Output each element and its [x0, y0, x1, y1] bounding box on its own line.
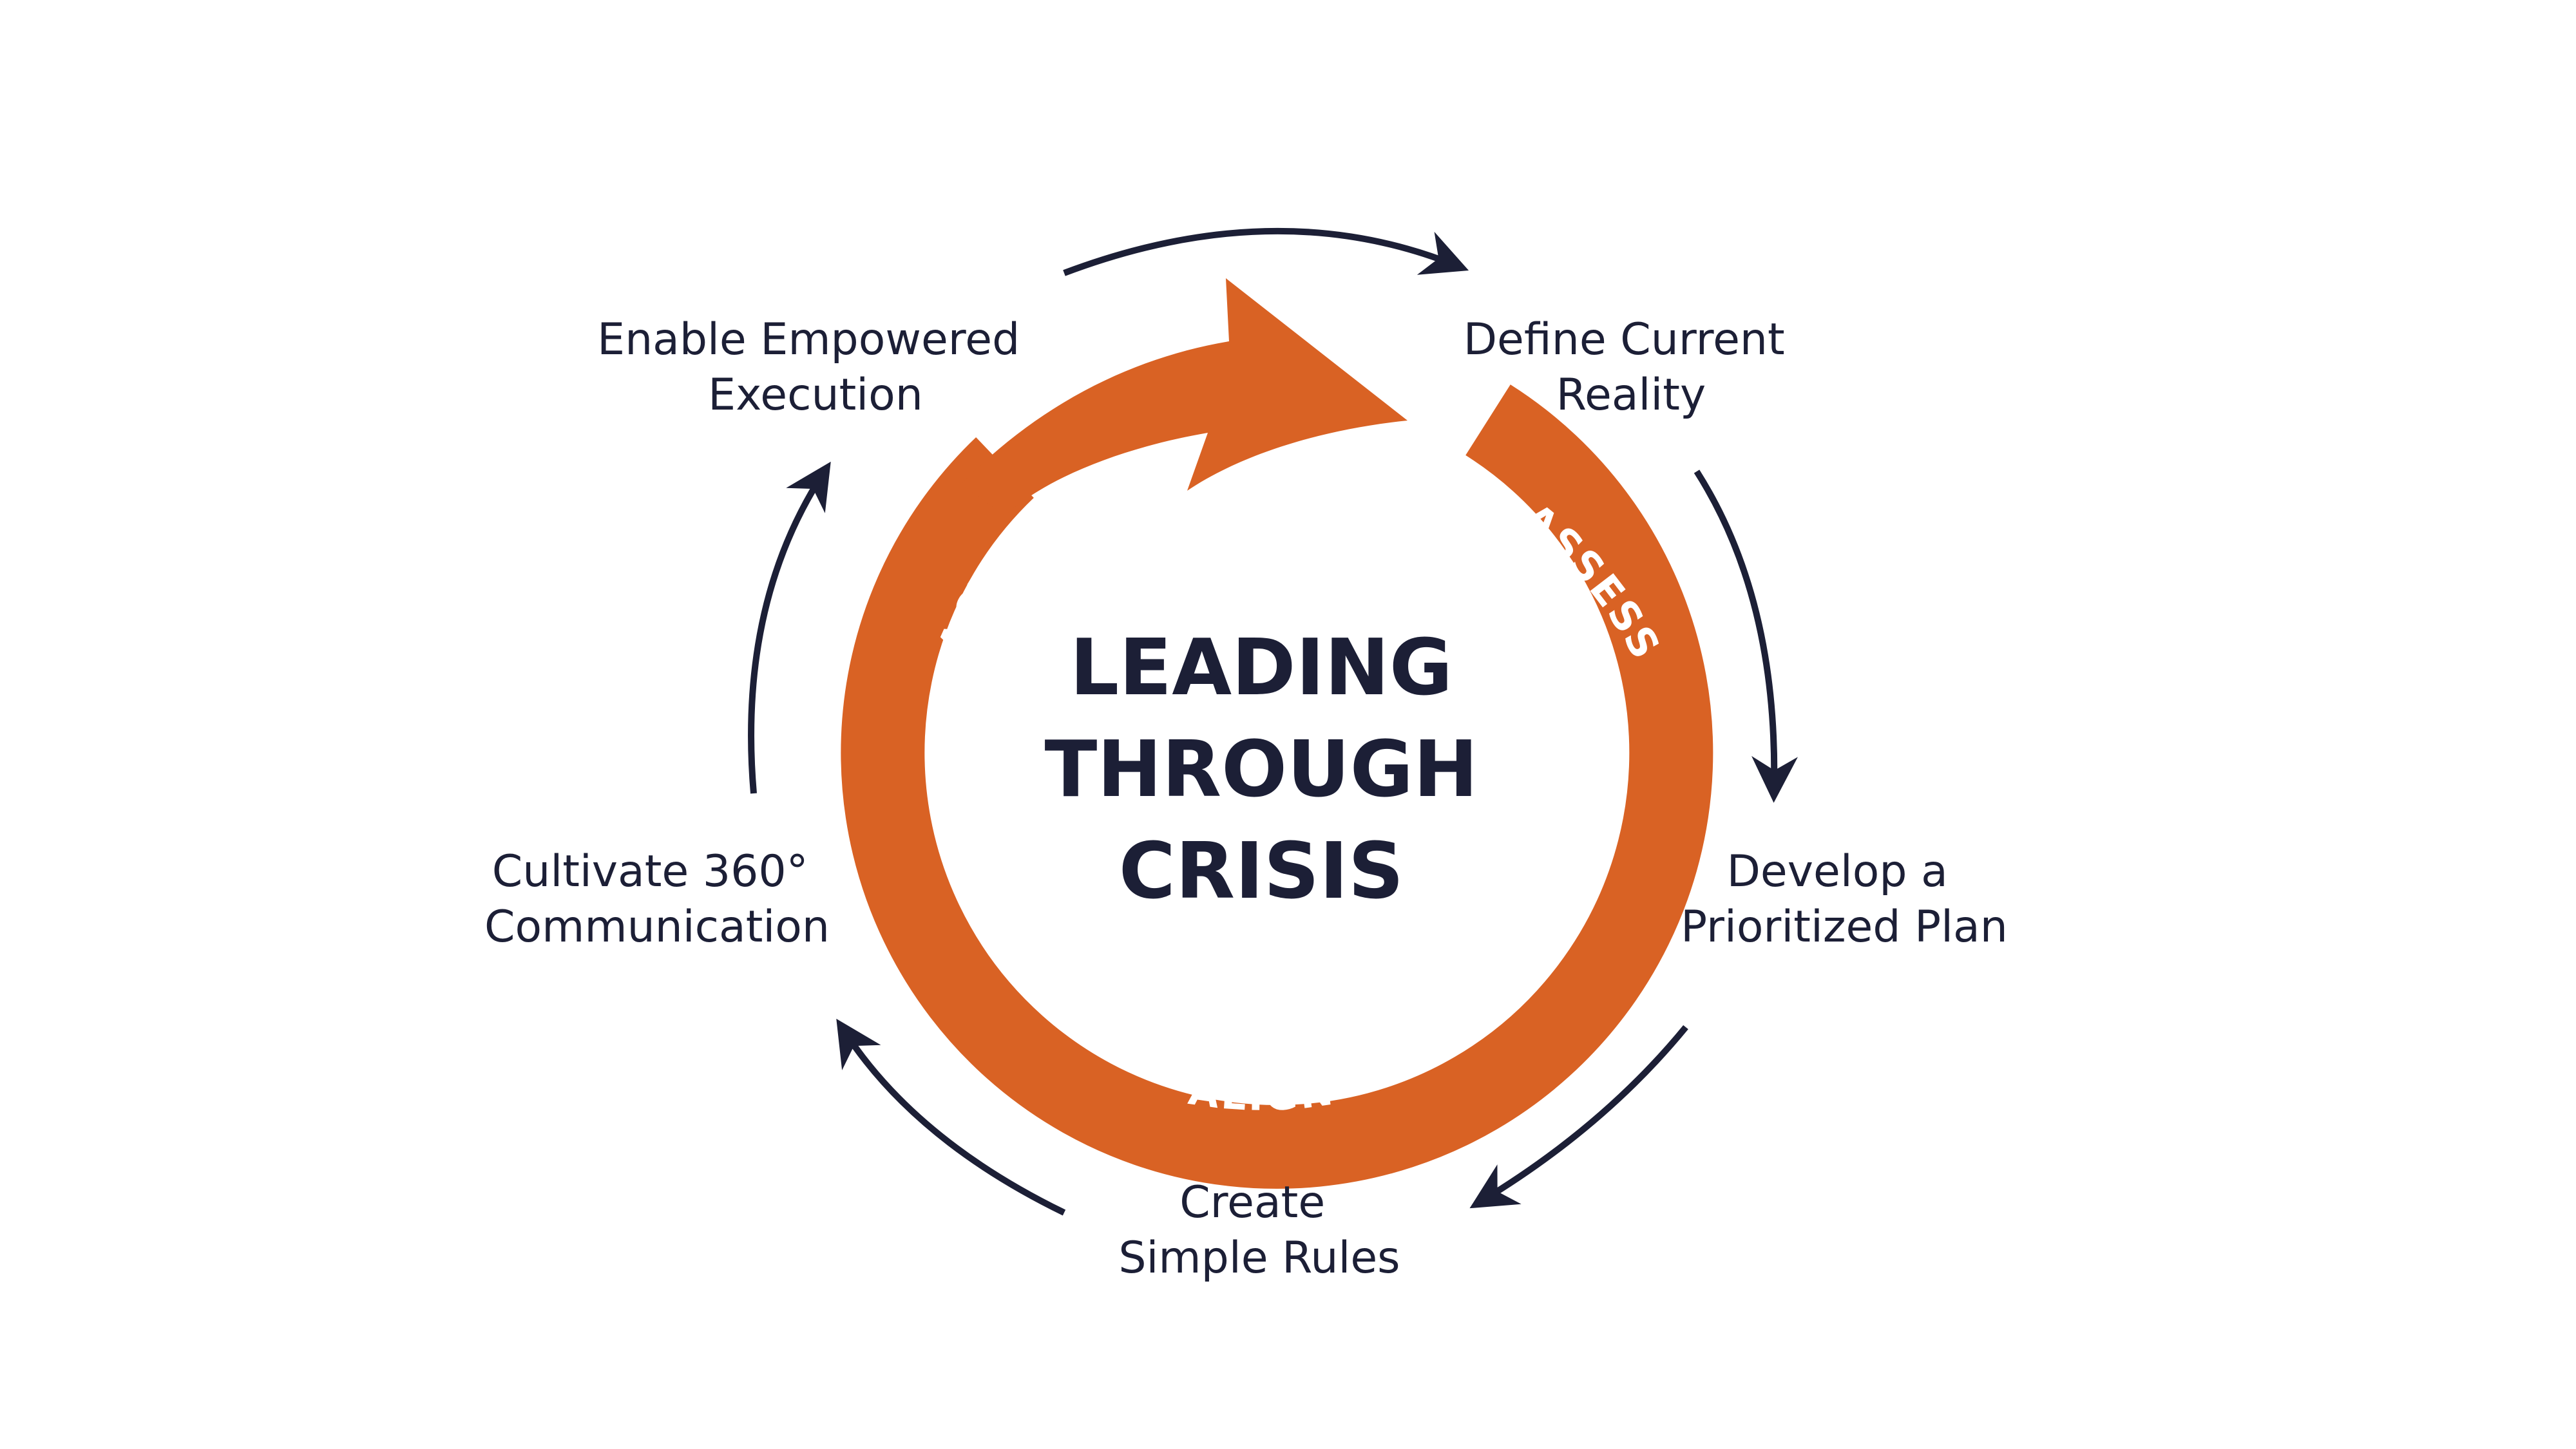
outer-arrow-left [748, 461, 831, 794]
title-line-2: THROUGH [1044, 725, 1478, 815]
phase-align-label: ALIGN [1186, 1066, 1338, 1120]
cycle-ring [841, 384, 1713, 1189]
title-line-3: CRISIS [1119, 827, 1404, 916]
outer-arrow-top [1063, 227, 1469, 276]
step-develop-prioritized-plan: Develop a Prioritized Plan [1681, 846, 2008, 952]
step-create-simple-rules: Create Simple Rules [1118, 1177, 1400, 1283]
step-define-current-reality: Define Current Reality [1464, 314, 1799, 421]
step-enable-empowered-execution: Enable Empowered Execution [597, 314, 1034, 421]
step-cultivate-communication: Cultivate 360° Communication [484, 846, 830, 952]
title-line-1: LEADING [1070, 623, 1453, 713]
outer-arrow-bottom-right [1469, 1025, 1688, 1209]
outer-arrow-bottom-left [836, 1018, 1066, 1216]
outer-arrow-right [1693, 469, 1798, 803]
cycle-arrowhead [961, 278, 1407, 515]
